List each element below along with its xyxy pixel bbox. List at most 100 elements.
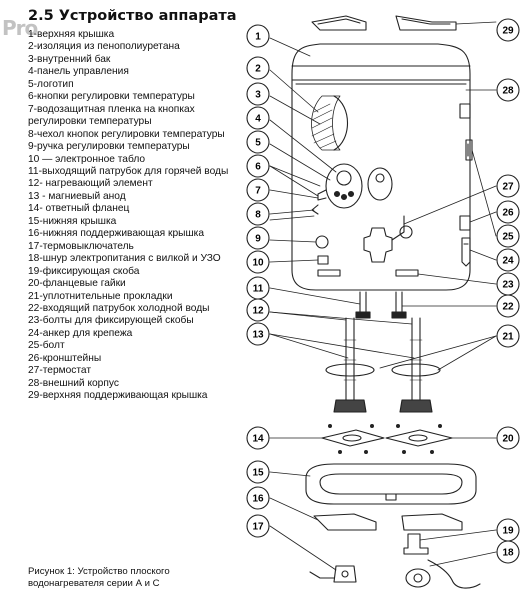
pipe-nut-right: [391, 311, 407, 319]
callout-number: 12: [252, 306, 264, 317]
top-support-cover-left-inner: [317, 18, 361, 25]
callout-number: 9: [255, 234, 261, 245]
callout-23: 23: [496, 272, 520, 296]
counter-flange-left-hole: [342, 434, 362, 442]
fixing-bolt-right: [395, 269, 419, 277]
callout-circle: [246, 130, 270, 154]
callout-circle: [246, 514, 270, 538]
callout-13: 13: [246, 322, 270, 346]
anchor: [461, 237, 471, 267]
legend-item: 18-шнур электропитания с вилкой и УЗО: [28, 253, 221, 265]
temperature-button-3: [347, 190, 355, 198]
callout-27: 27: [496, 174, 520, 198]
legend-item: 15-нижняя крышка: [28, 215, 117, 227]
legend-item: 5-логотип: [28, 78, 74, 90]
callout-22: 22: [496, 294, 520, 318]
callout-circle: [246, 202, 270, 226]
legend-item: 12- нагревающий элемент: [28, 178, 153, 190]
callout-number: 10: [252, 258, 264, 269]
caption-line-2: водонагревателя серии А и С: [28, 578, 160, 589]
legend-item: 27-термостат: [28, 365, 92, 377]
fixing-bracket: [403, 533, 429, 555]
legend-item: 24-анкер для крепежа: [28, 327, 133, 339]
bolt: [465, 139, 473, 161]
flange-head-left: [333, 399, 367, 413]
callout-9: 9: [246, 226, 270, 250]
legend-item: 9-ручка регулировки температуры: [28, 141, 190, 153]
callout-26: 26: [496, 200, 520, 224]
callout-circle: [246, 82, 270, 106]
callout-circle: [246, 56, 270, 80]
logo-disc: [336, 170, 352, 186]
legend-item: 26-кронштейны: [28, 352, 102, 364]
callout-circle: [496, 78, 520, 102]
flange-nuts: [328, 424, 442, 454]
inner-tank: [333, 95, 348, 151]
legend-item: 6-кнопки регулировки температуры: [28, 91, 195, 103]
legend-item: регулировки температуры: [28, 116, 152, 128]
logo-inner: [375, 173, 385, 183]
callout-8: 8: [246, 202, 270, 226]
pipe-nut-left: [355, 311, 371, 319]
outer-body: [291, 79, 471, 291]
button-cover: [311, 204, 319, 215]
thermostat-body: [363, 227, 393, 263]
callout-number: 29: [502, 26, 514, 37]
temperature-button-1: [333, 190, 341, 198]
callout-1: 1: [246, 24, 270, 48]
legend-item: 20-фланцевые гайки: [28, 278, 126, 290]
thermostat-knob: [399, 225, 413, 239]
hot-water-outlet: [359, 291, 367, 313]
counter-flange-right-hole: [408, 434, 428, 442]
callout-4: 4: [246, 106, 270, 130]
flange-head-right: [399, 399, 433, 413]
callout-number: 5: [255, 138, 261, 149]
legend-item: 19-фиксирующая скоба: [28, 265, 140, 277]
bottom-cover-inner: [319, 473, 463, 495]
callout-19: 19: [496, 518, 520, 542]
button-film: [317, 189, 327, 201]
callout-20: 20: [496, 426, 520, 450]
callout-circle: [246, 486, 270, 510]
thermal-switch: [333, 565, 357, 583]
callout-number: 23: [502, 280, 514, 291]
legend-item: 21-уплотнительные прокладки: [28, 290, 173, 302]
callout-circle: [246, 322, 270, 346]
callout-circle: [246, 24, 270, 48]
section-title: 2.5 Устройство аппарата: [28, 8, 237, 24]
callout-number: 15: [252, 468, 264, 479]
heating-element-left: [345, 317, 355, 401]
temperature-knob: [315, 235, 329, 249]
callout-7: 7: [246, 178, 270, 202]
callout-number: 16: [252, 494, 264, 505]
callout-circle: [246, 106, 270, 130]
fixing-bolt-left: [317, 269, 341, 277]
callout-5: 5: [246, 130, 270, 154]
callout-18: 18: [496, 540, 520, 564]
callout-circle: [496, 272, 520, 296]
gasket-right: [391, 363, 441, 377]
anode-ribs-left: [343, 339, 357, 381]
callout-number: 25: [502, 232, 514, 243]
callout-circle: [246, 154, 270, 178]
callout-number: 22: [502, 302, 514, 313]
legend-item: 22-входящий патрубок холодной воды: [28, 302, 210, 314]
callout-24: 24: [496, 248, 520, 272]
gasket-left: [325, 363, 375, 377]
callout-circle: [246, 178, 270, 202]
legend-item: 4-панель управления: [28, 66, 129, 78]
callout-number: 21: [502, 332, 514, 343]
lower-support-cover-left: [313, 513, 377, 531]
callout-circle: [496, 174, 520, 198]
callout-number: 18: [502, 548, 514, 559]
watermark-text: Pro: [2, 16, 38, 40]
callout-circle: [496, 426, 520, 450]
callout-number: 27: [502, 182, 514, 193]
callout-number: 2: [255, 64, 261, 75]
callout-number: 8: [255, 210, 261, 221]
watermark: Pro: [2, 16, 38, 40]
callout-2: 2: [246, 56, 270, 80]
